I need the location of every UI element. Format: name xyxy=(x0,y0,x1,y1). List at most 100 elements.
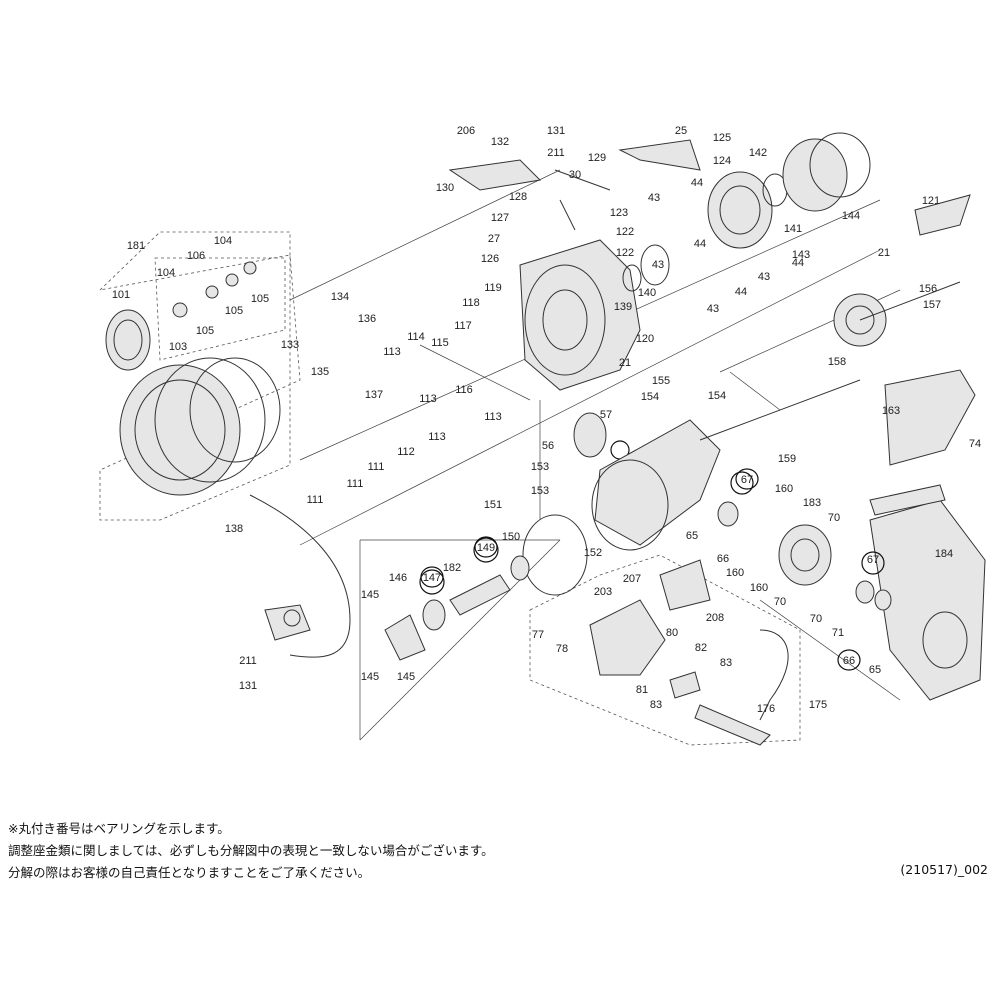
part-number-labels: 2061321312112512512414212930130128127271… xyxy=(112,125,981,715)
bearing-marker-circle xyxy=(474,536,498,558)
part-label: 111 xyxy=(307,494,324,506)
part-label: 154 xyxy=(708,390,726,402)
spool-assembly xyxy=(105,261,281,496)
footnotes: ※丸付き番号はベアリングを示します。 調整座金類に関しましては、必ずしも分解図中… xyxy=(8,818,708,884)
spool-group-frame xyxy=(98,231,301,521)
part-label: 44 xyxy=(691,177,703,189)
part-label: 144 xyxy=(842,210,860,222)
part-label: 44 xyxy=(694,238,706,250)
part-label: 83 xyxy=(720,657,732,669)
part-label: 67 xyxy=(741,474,753,486)
part-label: 137 xyxy=(365,389,383,401)
part-label: 203 xyxy=(594,586,612,598)
part-label: 145 xyxy=(397,671,415,683)
handle-group-frame xyxy=(529,554,801,746)
part-label: 142 xyxy=(749,147,767,159)
part-label: 116 xyxy=(455,384,473,396)
part-label: 122 xyxy=(616,226,634,238)
part-label: 43 xyxy=(707,303,719,315)
part-label: 115 xyxy=(431,337,449,349)
part-label: 44 xyxy=(792,257,804,269)
part-label: 101 xyxy=(112,289,130,301)
note-washers: 調整座金類に関しましては、必ずしも分解図中の表現と一致しない場合がございます。 xyxy=(8,843,494,858)
part-label: 160 xyxy=(726,567,744,579)
part-label: 153 xyxy=(531,461,549,473)
part-label: 105 xyxy=(251,293,269,305)
part-label: 123 xyxy=(610,207,628,219)
part-label: 43 xyxy=(758,271,770,283)
part-label: 81 xyxy=(636,684,648,696)
part-label: 145 xyxy=(361,671,379,683)
part-label: 65 xyxy=(686,530,698,542)
gear-assembly xyxy=(522,281,986,701)
part-label: 139 xyxy=(614,301,632,313)
note-disassembly: 分解の際はお客様の自己責任となりますことをご了承ください。 xyxy=(8,865,371,880)
part-label: 182 xyxy=(443,562,461,574)
part-label: 152 xyxy=(584,547,602,559)
part-label: 156 xyxy=(919,283,937,295)
part-label: 103 xyxy=(169,341,187,353)
part-label: 121 xyxy=(922,195,940,207)
part-label: 211 xyxy=(547,147,565,159)
part-label: 211 xyxy=(239,655,257,667)
note-bearing: ※丸付き番号はベアリングを示します。 xyxy=(8,821,230,836)
part-label: 43 xyxy=(648,192,660,204)
part-label: 158 xyxy=(828,356,846,368)
part-label: 132 xyxy=(491,136,509,148)
part-label: 120 xyxy=(636,333,654,345)
part-label: 124 xyxy=(713,155,731,167)
part-label: 82 xyxy=(695,642,707,654)
part-label: 145 xyxy=(361,589,379,601)
part-label: 66 xyxy=(717,553,729,565)
part-label: 77 xyxy=(532,629,544,641)
part-label: 21 xyxy=(878,247,890,259)
part-label: 113 xyxy=(419,393,437,405)
part-label: 135 xyxy=(311,366,329,378)
spool-detail-frame xyxy=(154,257,286,361)
part-label: 30 xyxy=(569,169,581,181)
part-label: 21 xyxy=(619,357,631,369)
part-label: 66 xyxy=(843,655,855,667)
part-label: 136 xyxy=(358,313,376,325)
part-label: 70 xyxy=(810,613,822,625)
part-label: 130 xyxy=(436,182,454,194)
part-label: 181 xyxy=(127,240,145,252)
part-label: 175 xyxy=(809,699,827,711)
assembly-guide-lines xyxy=(289,169,901,741)
part-label: 113 xyxy=(383,346,401,358)
part-label: 133 xyxy=(281,339,299,351)
part-label: 134 xyxy=(331,291,349,303)
part-label: 71 xyxy=(832,627,844,639)
part-label: 104 xyxy=(157,267,175,279)
part-label: 154 xyxy=(641,391,659,403)
part-label: 176 xyxy=(757,703,775,715)
part-label: 150 xyxy=(502,531,520,543)
part-label: 104 xyxy=(214,235,232,247)
part-label: 159 xyxy=(778,453,796,465)
part-label: 157 xyxy=(923,299,941,311)
part-label: 113 xyxy=(484,411,502,423)
part-label: 57 xyxy=(600,409,612,421)
part-label: 65 xyxy=(869,664,881,676)
part-label: 70 xyxy=(828,512,840,524)
document-code: (210517)_002 xyxy=(900,862,988,877)
part-label: 114 xyxy=(407,331,425,343)
part-label: 83 xyxy=(650,699,662,711)
part-label: 147 xyxy=(423,572,441,584)
part-label: 140 xyxy=(638,287,656,299)
part-label: 141 xyxy=(784,223,802,235)
part-label: 122 xyxy=(616,247,634,259)
part-label: 105 xyxy=(225,305,243,317)
part-label: 155 xyxy=(652,375,670,387)
part-label: 111 xyxy=(347,478,364,490)
part-label: 67 xyxy=(867,554,879,566)
part-label: 106 xyxy=(187,250,205,262)
part-label: 163 xyxy=(882,405,900,417)
part-label: 125 xyxy=(713,132,731,144)
bearing-marker-circle xyxy=(420,566,444,588)
part-label: 111 xyxy=(368,461,385,473)
part-label: 27 xyxy=(488,233,500,245)
part-label: 151 xyxy=(484,499,502,511)
part-label: 80 xyxy=(666,627,678,639)
part-label: 117 xyxy=(454,320,472,332)
